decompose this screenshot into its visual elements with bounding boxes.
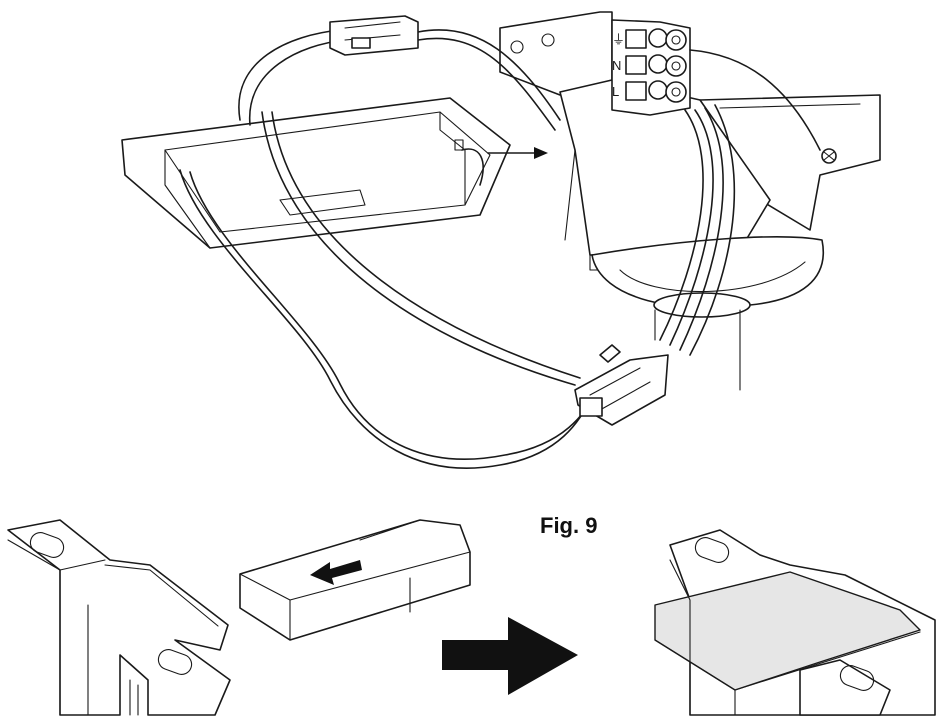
figure-caption: Fig. 9 [540, 513, 598, 538]
inline-connector-top [329, 15, 419, 56]
terminal-block: ⏚ N L [611, 19, 691, 116]
driver-tray [121, 97, 511, 249]
step-arrow [442, 617, 578, 695]
driver-cover-slide [239, 519, 471, 641]
bracket-after [654, 529, 936, 716]
ground-screw-icon [821, 148, 837, 164]
wire-harness [179, 29, 821, 469]
terminal-label-earth: ⏚ [612, 32, 625, 47]
terminal-label-live: L [612, 84, 619, 99]
connect-arrow [461, 147, 548, 186]
inline-connector-bottom [574, 344, 669, 426]
bracket-before [7, 519, 231, 716]
terminal-label-neutral: N [612, 58, 621, 73]
